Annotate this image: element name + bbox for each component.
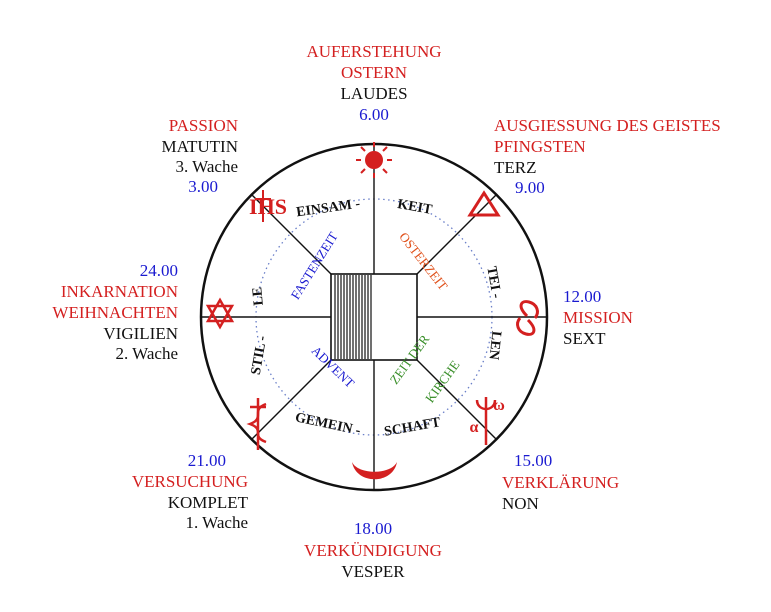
svg-text:PASSION: PASSION — [169, 116, 238, 135]
svg-text:VERSUCHUNG: VERSUCHUNG — [132, 472, 248, 491]
svg-text:MISSION: MISSION — [563, 308, 633, 327]
svg-text:ω: ω — [493, 397, 505, 414]
spiral-icon — [516, 300, 539, 336]
svg-text:TERZ: TERZ — [494, 158, 537, 177]
svg-text:18.00: 18.00 — [354, 519, 392, 538]
ring-word-top-b: KEIT — [396, 197, 434, 218]
svg-text:24.00: 24.00 — [140, 261, 178, 280]
svg-text:3.00: 3.00 — [188, 177, 218, 196]
label-top-left: PASSION MATUTIN 3. Wache 3.00 — [162, 116, 239, 196]
star-of-david-icon — [205, 297, 235, 330]
svg-text:VIGILIEN: VIGILIEN — [103, 324, 178, 343]
ring-word-top-a: EINSAM - — [295, 197, 361, 221]
label-top-right: AUSGIESSUNG DES GEISTES PFINGSTEN TERZ 9… — [494, 116, 721, 197]
svg-text:VESPER: VESPER — [341, 562, 405, 581]
serpent-staff-icon — [246, 398, 267, 450]
svg-text:1. Wache: 1. Wache — [185, 513, 248, 532]
svg-text:PFINGSTEN: PFINGSTEN — [494, 137, 586, 156]
ring-word-right-b: LEN — [486, 330, 504, 360]
central-square — [330, 273, 418, 361]
svg-text:VERKÜNDIGUNG: VERKÜNDIGUNG — [304, 541, 442, 560]
svg-text:15.00: 15.00 — [514, 451, 552, 470]
label-right: 12.00 MISSION SEXT — [563, 287, 633, 348]
svg-text:α: α — [470, 419, 479, 436]
ihs-monogram-icon: IHS — [249, 190, 287, 222]
alpha-omega-icon: α ω — [470, 397, 505, 445]
season-kirche: KIRCHE — [422, 357, 463, 405]
triangle-icon — [467, 190, 501, 217]
ring-word-bottom-a: GEMEIN - — [294, 410, 362, 439]
svg-text:WEIHNACHTEN: WEIHNACHTEN — [52, 303, 178, 322]
svg-text:3. Wache: 3. Wache — [175, 157, 238, 176]
label-bottom: 18.00 VERKÜNDIGUNG VESPER — [304, 519, 442, 581]
ring-word-right-a: TEI - — [483, 265, 503, 300]
crescent-icon — [352, 462, 397, 480]
svg-text:6.00: 6.00 — [359, 105, 389, 124]
svg-text:LAUDES: LAUDES — [340, 84, 407, 103]
svg-text:VERKLÄRUNG: VERKLÄRUNG — [502, 473, 619, 492]
ring-word-left-a: STIL - — [249, 334, 271, 376]
sun-icon — [356, 142, 392, 178]
svg-text:AUFERSTEHUNG: AUFERSTEHUNG — [306, 42, 441, 61]
label-top: AUFERSTEHUNG OSTERN LAUDES 6.00 — [306, 42, 441, 124]
ring-word-left-b: LE — [250, 286, 267, 306]
svg-text:SEXT: SEXT — [563, 329, 606, 348]
svg-text:IHS: IHS — [249, 194, 287, 219]
svg-text:KOMPLET: KOMPLET — [168, 493, 249, 512]
svg-text:2. Wache: 2. Wache — [115, 344, 178, 363]
svg-text:INKARNATION: INKARNATION — [61, 282, 178, 301]
label-bottom-left: 21.00 VERSUCHUNG KOMPLET 1. Wache — [132, 451, 249, 532]
svg-text:OSTERN: OSTERN — [341, 63, 407, 82]
label-bottom-right: 15.00 VERKLÄRUNG NON — [502, 451, 619, 513]
svg-text:MATUTIN: MATUTIN — [162, 137, 239, 156]
svg-text:NON: NON — [502, 494, 539, 513]
svg-text:9.00: 9.00 — [515, 178, 545, 197]
svg-text:12.00: 12.00 — [563, 287, 601, 306]
label-left: 24.00 INKARNATION WEIHNACHTEN VIGILIEN 2… — [52, 261, 178, 363]
svg-text:AUSGIESSUNG DES GEISTES: AUSGIESSUNG DES GEISTES — [494, 116, 721, 135]
radial-lines — [201, 144, 547, 490]
svg-text:21.00: 21.00 — [188, 451, 226, 470]
ring-word-bottom-b: SCHAFT — [383, 415, 442, 440]
